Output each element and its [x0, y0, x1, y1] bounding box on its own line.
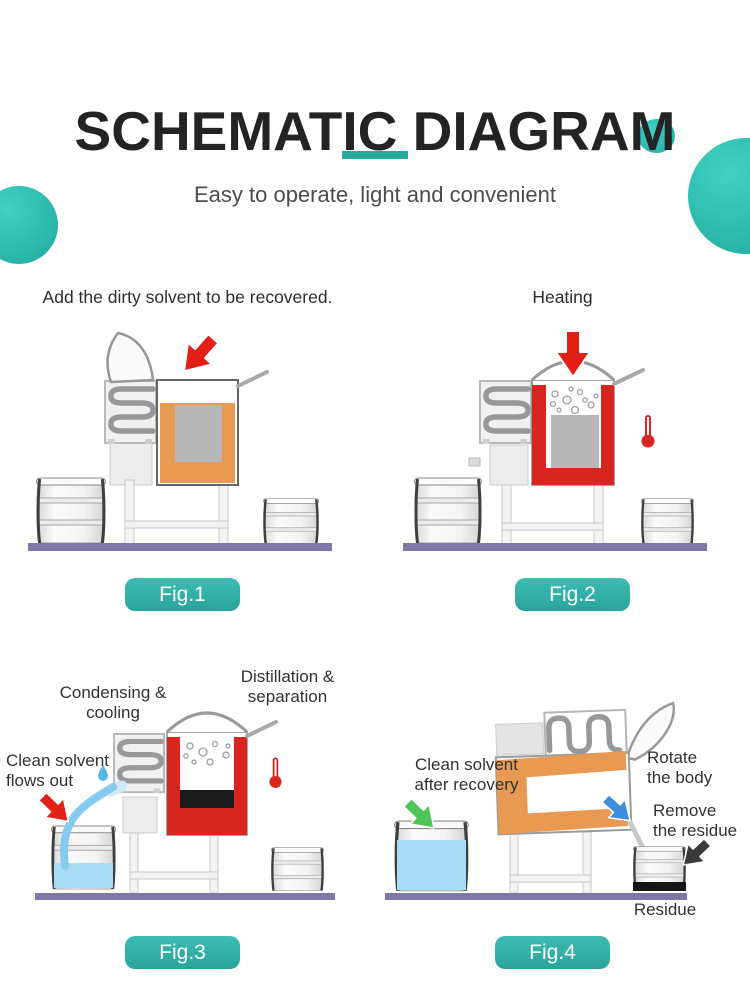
thermometer-icon [641, 415, 655, 448]
tank-handle [612, 368, 645, 386]
solvent-stream [60, 783, 117, 870]
residue-layer [180, 790, 234, 808]
figure-1-panel: Add the dirty solvent to be recovered. [0, 285, 375, 615]
residue-band [633, 882, 686, 891]
label-distillation-separation: Distillation & separation [240, 667, 335, 706]
figure-2-panel: Heating [375, 285, 750, 615]
clean-solvent-liquid [397, 840, 466, 890]
figure-2-tag: Fig.2 [515, 578, 630, 611]
figure-1-illustration [28, 326, 332, 551]
figure-3-tag: Fig.3 [125, 936, 240, 969]
open-lid [625, 701, 676, 761]
floor-line [403, 543, 707, 551]
label-rotate-the-body: Rotate the body [647, 748, 713, 787]
boiling-bubbles [549, 386, 599, 415]
drain-pipe [468, 457, 481, 467]
open-lid [106, 331, 155, 384]
condenser-unit [105, 381, 156, 444]
machine-stand [109, 442, 229, 545]
figure-4-panel: Clean solvent after recovery Rotate the … [375, 650, 750, 990]
dome-lid [165, 711, 249, 734]
figure-3-illustration [32, 711, 335, 900]
figure-2-illustration [403, 330, 707, 551]
label-residue: Residue [633, 900, 697, 919]
title-divider [342, 151, 408, 159]
label-condensing-cooling: Condensing & cooling [59, 683, 167, 722]
barrel-right [270, 847, 325, 892]
barrel-right [640, 498, 695, 545]
barrel-right [262, 498, 320, 545]
coil [546, 714, 623, 755]
tank-heating [530, 359, 616, 486]
machine-stand [489, 444, 604, 545]
machine-stand [509, 831, 592, 894]
figure-4-tag: Fig.4 [495, 936, 610, 969]
page-subtitle: Easy to operate, light and convenient [193, 182, 557, 207]
label-remove-the-residue: Remove the residue [653, 801, 738, 840]
floor-line [35, 893, 335, 900]
thermometer-icon [269, 757, 282, 788]
tank-body-orange [495, 750, 629, 835]
label-clean-solvent-flows-out: Clean solvent flows out [6, 751, 110, 790]
tank-handle [245, 720, 278, 738]
machine-stand [122, 796, 219, 894]
floor-line [28, 543, 332, 551]
figure-1-caption: Add the dirty solvent to be recovered. [42, 287, 333, 307]
rotated-machine-body [494, 701, 676, 836]
residue-chute [627, 819, 646, 851]
tank-distilling [165, 711, 249, 836]
rear-panel [495, 722, 545, 756]
barrel-left [35, 477, 107, 545]
figure-3-panel: Condensing & cooling Distillation & sepa… [0, 650, 375, 990]
tank-handle [236, 370, 269, 388]
barrel-left [413, 477, 483, 545]
boiling-bubbles [183, 740, 231, 766]
floor-line [385, 893, 687, 900]
label-clean-solvent-after-recovery: Clean solvent after recovery [414, 755, 519, 794]
red-down-arrow-icon [171, 326, 227, 383]
decor-circle-small-icon [638, 119, 675, 153]
figure-4-illustration [385, 701, 717, 900]
droplet-icon [98, 765, 108, 781]
condenser-unit [480, 381, 531, 444]
tank-dirty-solvent [156, 379, 239, 486]
figure-2-caption: Heating [532, 287, 593, 307]
figure-1-tag: Fig.1 [125, 578, 240, 611]
